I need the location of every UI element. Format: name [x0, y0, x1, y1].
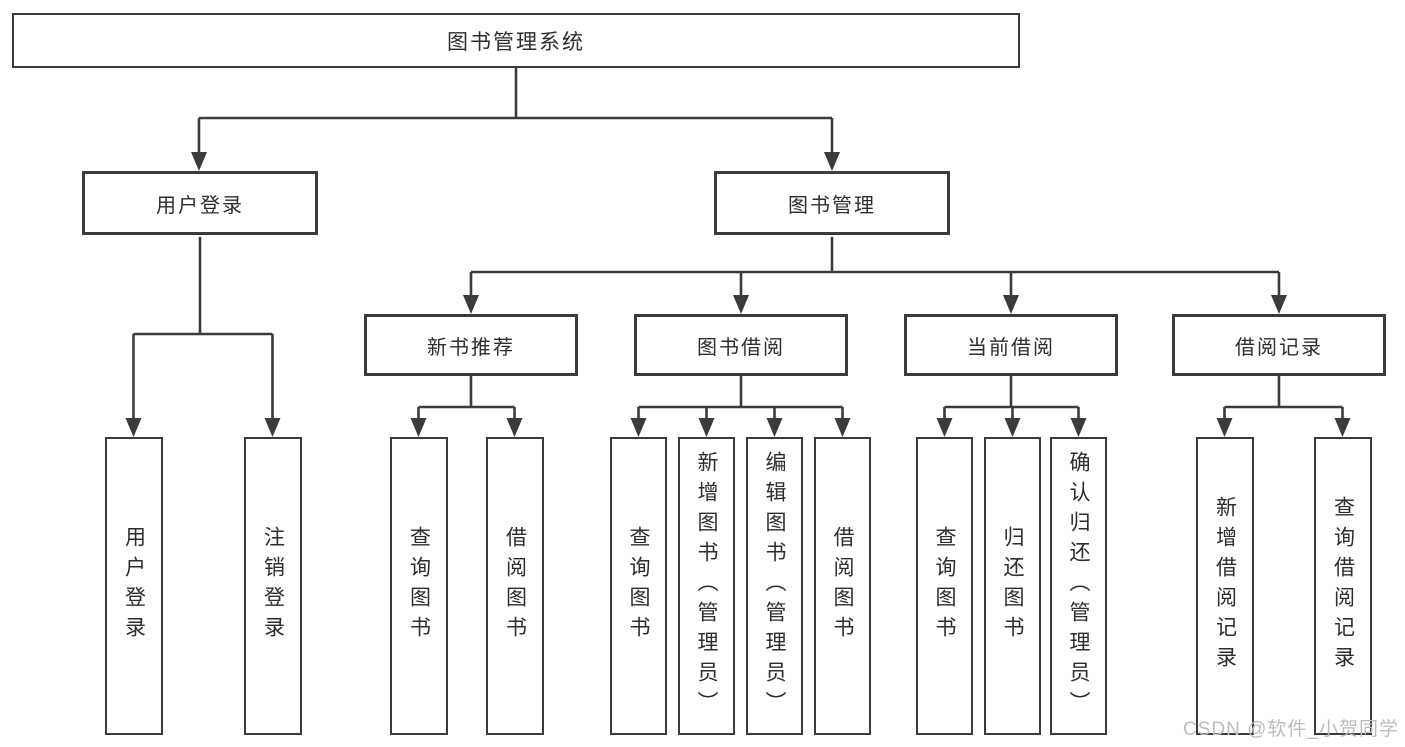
leaf-query-books-current: 查询图书 [916, 437, 973, 735]
leaf-edit-books-admin: 编辑图书（管理员） [746, 437, 803, 735]
leaf-logout: 注销登录 [244, 437, 302, 735]
node-book-borrowing: 图书借阅 [634, 314, 848, 376]
node-library-management-system: 图书管理系统 [12, 13, 1020, 68]
node-user-login: 用户登录 [82, 171, 318, 235]
node-book-management: 图书管理 [714, 171, 950, 235]
leaf-add-books-admin: 新增图书（管理员） [678, 437, 735, 735]
leaf-return-books: 归还图书 [984, 437, 1041, 735]
leaf-query-borrow-record: 查询借阅记录 [1314, 437, 1372, 735]
leaf-add-borrow-record: 新增借阅记录 [1196, 437, 1254, 735]
csdn-watermark: CSDN @软件_小贺同学 [1183, 719, 1399, 740]
leaf-borrow-books-recommend: 借阅图书 [486, 437, 544, 735]
node-new-book-recommendation: 新书推荐 [364, 314, 578, 376]
leaf-query-books-borrow: 查询图书 [610, 437, 667, 735]
node-current-borrowing: 当前借阅 [904, 314, 1118, 376]
leaf-query-books-recommend: 查询图书 [390, 437, 448, 735]
leaf-confirm-return-admin: 确认归还（管理员） [1050, 437, 1107, 735]
leaf-borrow-books: 借阅图书 [814, 437, 871, 735]
leaf-user-login: 用户登录 [105, 437, 163, 735]
node-borrowing-records: 借阅记录 [1172, 314, 1386, 376]
